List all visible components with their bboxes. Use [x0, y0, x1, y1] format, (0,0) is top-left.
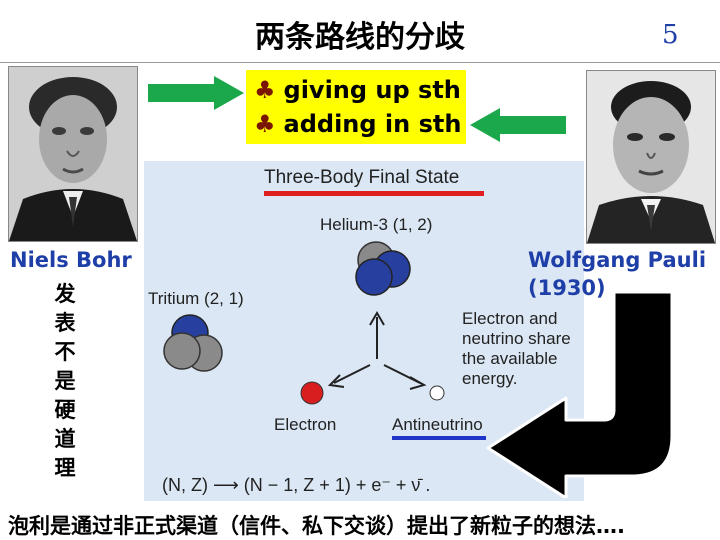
antineutrino-underline — [392, 436, 486, 440]
page-number: 5 — [662, 20, 679, 50]
page-title: 两条路线的分歧 — [255, 20, 465, 55]
bullet-line-giving-up: ♣giving up sth — [254, 76, 461, 104]
vertical-char: 道 — [54, 427, 76, 451]
tritium-nucleus — [163, 314, 223, 372]
electron-particle — [300, 381, 324, 405]
bohr-vertical-caption: 发 表 不 是 硬 道 理 — [50, 280, 80, 483]
bohr-name-label: Niels Bohr — [10, 248, 132, 272]
highlight-box: ♣giving up sth ♣adding in sth — [246, 70, 466, 144]
vertical-char: 发 — [54, 282, 76, 306]
pauli-year: (1930) — [528, 276, 606, 300]
pauli-name: Wolfgang Pauli — [528, 248, 707, 272]
note-line: the available — [462, 349, 558, 368]
diagram-title: Three-Body Final State — [264, 167, 460, 188]
note-line: neutrino share — [462, 329, 571, 348]
energy-note: Electron and neutrino share the availabl… — [462, 309, 571, 389]
niels-bohr-photo — [8, 66, 138, 242]
arrow-left-icon — [470, 108, 566, 142]
vertical-char: 理 — [54, 456, 76, 480]
club-bullet-icon: ♣ — [254, 76, 276, 104]
vertical-char: 表 — [54, 311, 76, 335]
bullet-text-1: giving up sth — [283, 76, 461, 104]
pauli-name-label: Wolfgang Pauli (1930) — [528, 246, 706, 302]
helium-label: Helium-3 (1, 2) — [320, 215, 433, 234]
helium-3-nucleus — [355, 241, 411, 296]
curved-arrow-icon — [486, 290, 674, 498]
club-bullet-icon: ♣ — [254, 110, 276, 138]
note-line: energy. — [462, 369, 518, 388]
bullet-text-2: adding in sth — [283, 110, 462, 138]
antineutrino-label: Antineutrino — [392, 415, 483, 434]
title-divider — [0, 62, 720, 63]
decay-equation: (N, Z) ⟶ (N − 1, Z + 1) + e⁻ + ν̄ . — [162, 475, 431, 495]
bullet-line-adding-in: ♣adding in sth — [254, 110, 461, 138]
note-line: Electron and — [462, 309, 558, 328]
vertical-char: 不 — [54, 340, 76, 364]
electron-label: Electron — [274, 415, 337, 434]
vertical-char: 硬 — [54, 398, 76, 422]
antineutrino-particle — [429, 385, 445, 401]
wolfgang-pauli-photo — [586, 70, 716, 244]
diagram-title-underline — [264, 191, 484, 196]
tritium-label: Tritium (2, 1) — [148, 289, 244, 308]
footer-text: 泡利是通过非正式渠道（信件、私下交谈）提出了新粒子的想法…. — [8, 514, 625, 538]
particle-drawing — [163, 241, 445, 405]
decay-arrows — [327, 311, 427, 390]
arrow-right-icon — [148, 76, 244, 110]
vertical-char: 是 — [54, 369, 76, 393]
